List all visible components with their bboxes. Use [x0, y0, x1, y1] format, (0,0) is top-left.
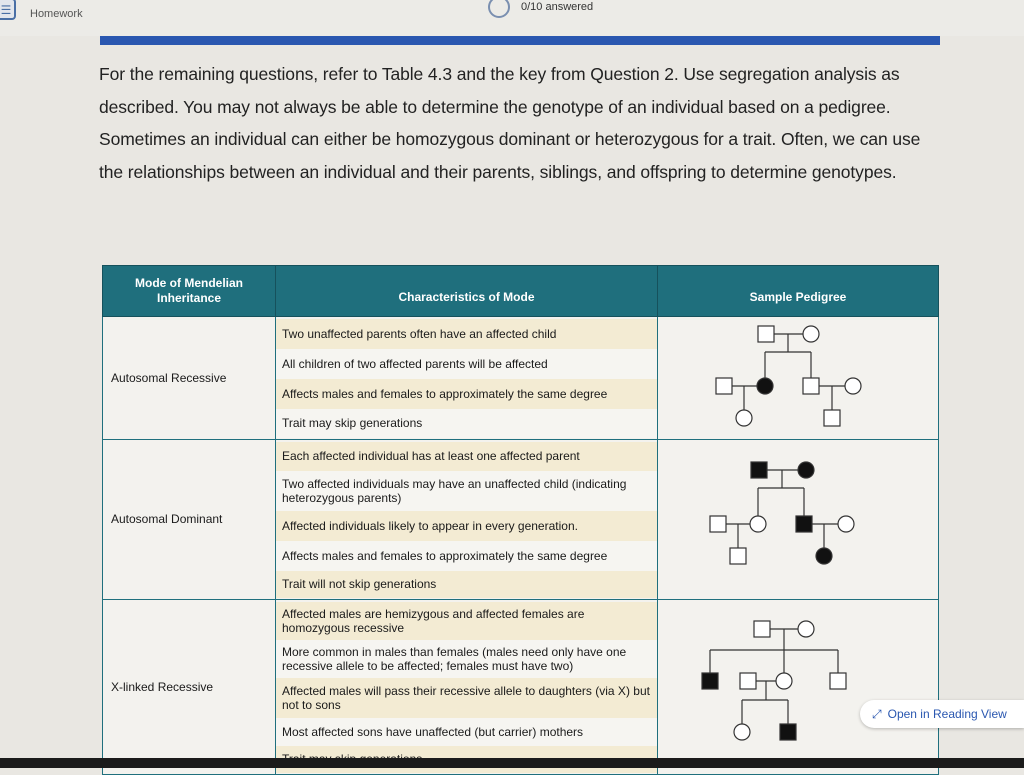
- pedigree-x-linked-recessive: [657, 599, 939, 775]
- pedigree-female-unaffected: [749, 515, 767, 533]
- pedigree-male-unaffected: [715, 377, 733, 395]
- characteristic-item: Affects males and females to approximate…: [276, 540, 657, 571]
- pedigree-male-unaffected: [829, 672, 847, 690]
- table-row: X-linked Recessive Affected males are he…: [102, 599, 939, 775]
- mode-autosomal-dominant: Autosomal Dominant: [102, 439, 276, 600]
- characteristic-item: More common in males than females (males…: [276, 639, 657, 678]
- pedigree-female-unaffected: [797, 620, 815, 638]
- characteristics-cell: Affected males are hemizygous and affect…: [275, 599, 658, 775]
- pedigree-male-affected: [779, 723, 797, 741]
- pedigree-female-affected: [797, 461, 815, 479]
- pedigree-male-unaffected: [757, 325, 775, 343]
- pedigree-male-affected: [750, 461, 768, 479]
- characteristic-item: Trait will not skip generations: [276, 570, 657, 598]
- header-mode: Mode of Mendelian Inheritance: [102, 265, 276, 317]
- pedigree-autosomal-dominant: [657, 439, 939, 600]
- reading-view-label: Open in Reading View: [887, 707, 1007, 721]
- pedigree-male-unaffected: [823, 409, 841, 427]
- menu-icon[interactable]: ☰: [0, 0, 16, 20]
- intro-paragraph: For the remaining questions, refer to Ta…: [99, 64, 921, 182]
- characteristic-item: Each affected individual has at least on…: [276, 441, 657, 471]
- pedigree-female-affected: [756, 377, 774, 395]
- table-row: Autosomal Dominant Each affected individ…: [102, 439, 939, 600]
- characteristic-item: All children of two affected parents wil…: [276, 348, 657, 379]
- pedigree-male-affected: [795, 515, 813, 533]
- mode-x-linked-recessive: X-linked Recessive: [102, 599, 276, 775]
- progress-status: 0/10 answered: [521, 1, 594, 13]
- pedigree-diagram: [709, 461, 855, 565]
- characteristic-item: Two unaffected parents often have an aff…: [276, 318, 657, 349]
- characteristic-item: Affected males are hemizygous and affect…: [276, 601, 657, 640]
- progress-ring-icon: [488, 0, 510, 18]
- pedigree-female-unaffected: [837, 515, 855, 533]
- characteristics-cell: Two unaffected parents often have an aff…: [275, 316, 658, 440]
- pedigree-diagram: [715, 325, 862, 427]
- pedigree-female-unaffected: [802, 325, 820, 343]
- characteristic-item: Two affected individuals may have an una…: [276, 470, 657, 511]
- mode-autosomal-recessive: Autosomal Recessive: [102, 316, 276, 440]
- pedigree-male-unaffected: [802, 377, 820, 395]
- pedigree-male-unaffected: [753, 620, 771, 638]
- top-bar: ☰ Homework 0/10 answered: [0, 0, 1024, 36]
- table-row: Autosomal Recessive Two unaffected paren…: [102, 316, 939, 440]
- pedigree-female-affected: [815, 547, 833, 565]
- open-reading-view-button[interactable]: ⤢ Open in Reading View: [860, 700, 1024, 728]
- pedigree-male-unaffected: [739, 672, 757, 690]
- pedigree-female-unaffected: [844, 377, 862, 395]
- nav-homework-link[interactable]: Homework: [30, 8, 83, 20]
- pedigree-male-unaffected: [729, 547, 747, 565]
- characteristic-item: Affects males and females to approximate…: [276, 378, 657, 409]
- header-characteristics: Characteristics of Mode: [275, 265, 658, 317]
- table-header-row: Mode of Mendelian Inheritance Characteri…: [102, 265, 939, 317]
- pedigree-autosomal-recessive: [657, 316, 939, 440]
- expand-arrows-icon: ⤢: [872, 706, 882, 721]
- pedigree-female-unaffected: [735, 409, 753, 427]
- characteristic-item: Affected individuals likely to appear in…: [276, 510, 657, 541]
- pedigree-male-affected: [701, 672, 719, 690]
- inheritance-table: Mode of Mendelian Inheritance Characteri…: [102, 265, 939, 775]
- characteristics-cell: Each affected individual has at least on…: [275, 439, 658, 600]
- screen-bezel: [0, 758, 1024, 768]
- header-pedigree: Sample Pedigree: [657, 265, 939, 317]
- section-divider: [100, 36, 940, 45]
- pedigree-female-unaffected: [733, 723, 751, 741]
- pedigree-female-unaffected: [775, 672, 793, 690]
- characteristic-item: Most affected sons have unaffected (but …: [276, 717, 657, 746]
- pedigree-male-unaffected: [709, 515, 727, 533]
- pedigree-diagram: [701, 620, 847, 741]
- characteristic-item: Trait may skip generations: [276, 408, 657, 438]
- characteristic-item: Affected males will pass their recessive…: [276, 677, 657, 718]
